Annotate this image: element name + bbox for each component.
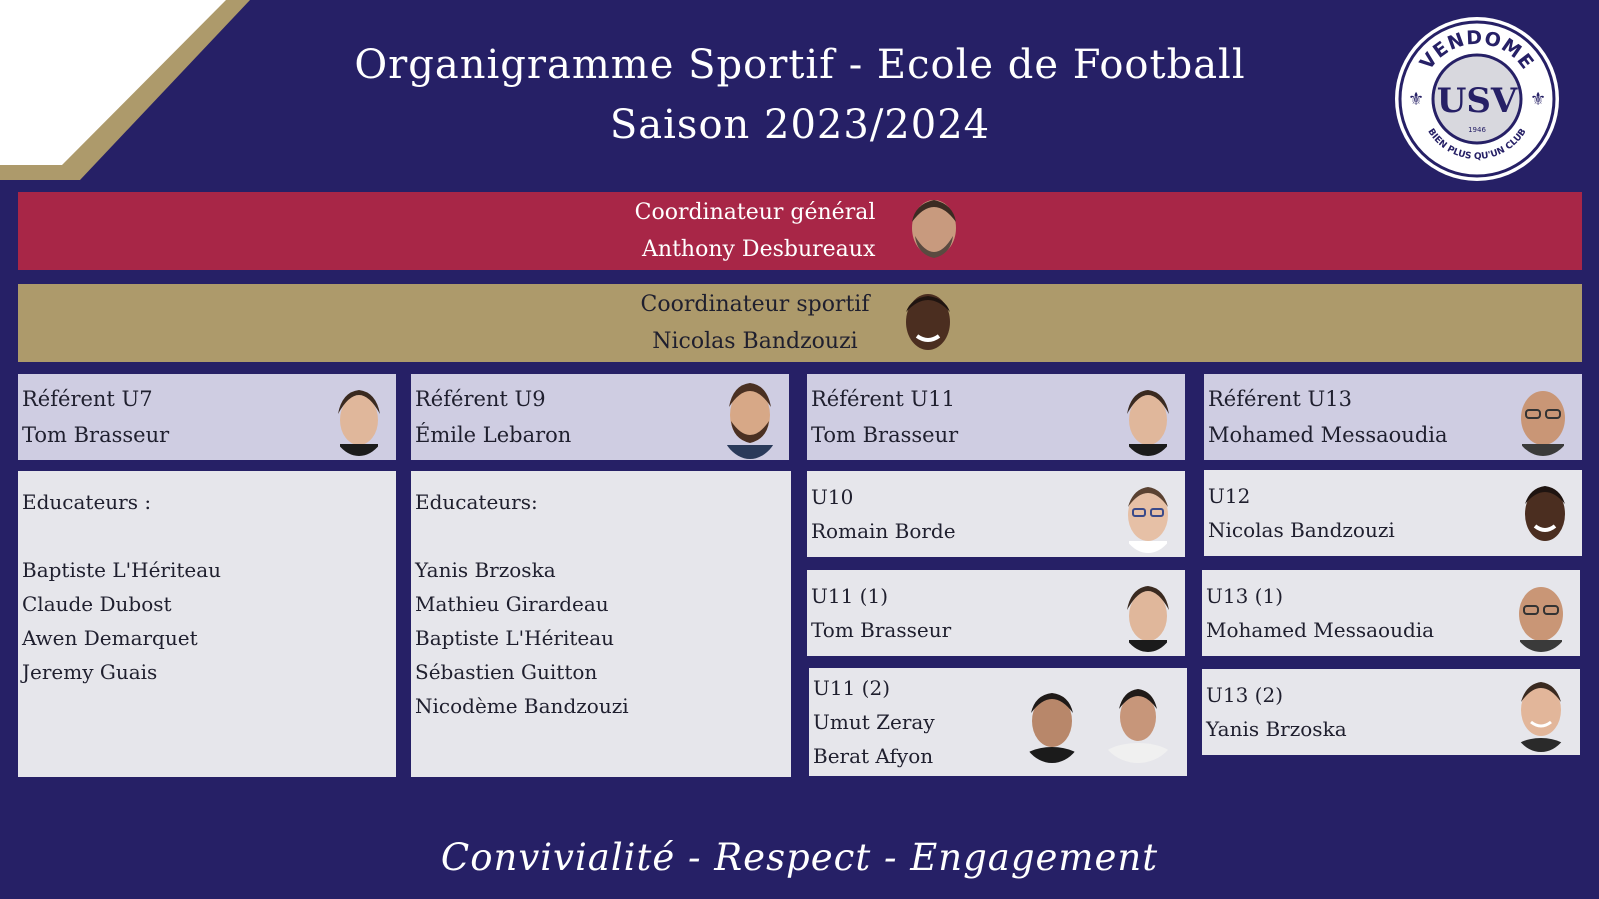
- educators-heading: Educateurs:: [415, 490, 538, 514]
- sport-coordinator-role: Coordinateur sportif: [640, 292, 870, 317]
- educator-name: Awen Demarquet: [22, 626, 198, 650]
- referent-photo: [330, 378, 388, 456]
- educator-name: Mathieu Girardeau: [415, 592, 609, 616]
- educator-name: Baptiste L'Hériteau: [415, 626, 615, 650]
- svg-text:1946: 1946: [1468, 126, 1486, 134]
- season-subtitle: Saison 2023/2024: [609, 102, 991, 148]
- coach-photo: [1119, 475, 1177, 553]
- referent-role: Référent U11: [811, 387, 955, 411]
- team-card-u11-2: U11 (2) Umut Zeray Berat Afyon: [809, 668, 1187, 776]
- referent-photo: [1119, 378, 1177, 456]
- sport-coordinator-band: Coordinateur sportif Nicolas Bandzouzi: [18, 284, 1582, 362]
- coach-photo: [1119, 574, 1177, 652]
- referent-card-u9: Référent U9 Émile Lebaron: [411, 374, 789, 460]
- referent-name: Tom Brasseur: [811, 423, 959, 447]
- educator-name: Sébastien Guitton: [415, 660, 598, 684]
- team-coach-name: Nicolas Bandzouzi: [1208, 518, 1395, 542]
- team-label: U13 (1): [1206, 584, 1283, 608]
- educator-name: Nicodème Bandzouzi: [415, 694, 629, 718]
- corner-decoration: [0, 0, 250, 180]
- team-coach-name: Yanis Brzoska: [1206, 717, 1347, 741]
- referent-role: Référent U9: [415, 387, 546, 411]
- referent-name: Mohamed Messaoudia: [1208, 423, 1448, 447]
- team-coach-name: Mohamed Messaoudia: [1206, 618, 1435, 642]
- referent-card-u7: Référent U7 Tom Brasseur: [18, 374, 396, 460]
- team-coach-name: Romain Borde: [811, 519, 956, 543]
- team-coach-name: Umut Zeray: [813, 710, 935, 734]
- club-logo: VENDOME BIEN PLUS QU'UN CLUB USV 1946 ⚜ …: [1395, 17, 1559, 181]
- page-title: Organigramme Sportif - Ecole de Football: [354, 42, 1246, 88]
- team-label: U13 (2): [1206, 683, 1283, 707]
- team-card-u12: U12 Nicolas Bandzouzi: [1204, 470, 1582, 556]
- team-card-u13-2: U13 (2) Yanis Brzoska: [1202, 669, 1580, 755]
- team-coach-name: Berat Afyon: [813, 744, 934, 768]
- team-label: U12: [1208, 484, 1251, 508]
- referent-name: Émile Lebaron: [415, 423, 572, 447]
- referent-role: Référent U7: [22, 387, 153, 411]
- coach-photo: [1097, 681, 1179, 763]
- club-motto: Convivialité - Respect - Engagement: [440, 836, 1159, 879]
- educators-u9: Educateurs: Yanis Brzoska Mathieu Girard…: [411, 471, 791, 777]
- referent-card-u13: Référent U13 Mohamed Messaoudia: [1204, 374, 1582, 460]
- general-coordinator-band: Coordinateur général Anthony Desbureaux: [18, 192, 1582, 270]
- coach-photo: [1510, 672, 1572, 752]
- coach-photo: [1019, 681, 1085, 763]
- general-coordinator-name: Anthony Desbureaux: [642, 237, 876, 262]
- referent-role: Référent U13: [1208, 387, 1352, 411]
- team-label: U11 (2): [813, 676, 890, 700]
- team-coach-name: Tom Brasseur: [811, 618, 952, 642]
- sport-coordinator-photo: [897, 284, 959, 362]
- svg-text:⚜: ⚜: [1408, 89, 1424, 110]
- educators-heading: Educateurs :: [22, 490, 152, 514]
- referent-name: Tom Brasseur: [22, 423, 170, 447]
- educators-u7: Educateurs : Baptiste L'Hériteau Claude …: [18, 471, 396, 777]
- team-card-u11-1: U11 (1) Tom Brasseur: [807, 570, 1185, 656]
- educator-name: Yanis Brzoska: [415, 558, 556, 582]
- educator-name: Jeremy Guais: [22, 660, 158, 684]
- coach-photo: [1510, 574, 1572, 652]
- referent-photo: [719, 375, 781, 459]
- team-card-u13-1: U13 (1) Mohamed Messaoudia: [1202, 570, 1580, 656]
- coach-photo: [1516, 474, 1574, 552]
- general-coordinator-photo: [903, 192, 965, 270]
- referent-photo: [1512, 378, 1574, 456]
- svg-text:⚜: ⚜: [1530, 89, 1546, 110]
- sport-coordinator-name: Nicolas Bandzouzi: [652, 329, 858, 354]
- educator-name: Baptiste L'Hériteau: [22, 558, 222, 582]
- referent-card-u11: Référent U11 Tom Brasseur: [807, 374, 1185, 460]
- general-coordinator-role: Coordinateur général: [634, 200, 876, 225]
- team-label: U11 (1): [811, 584, 888, 608]
- svg-text:USV: USV: [1437, 81, 1518, 121]
- team-card-u10: U10 Romain Borde: [807, 471, 1185, 557]
- team-label: U10: [811, 485, 854, 509]
- educator-name: Claude Dubost: [22, 592, 172, 616]
